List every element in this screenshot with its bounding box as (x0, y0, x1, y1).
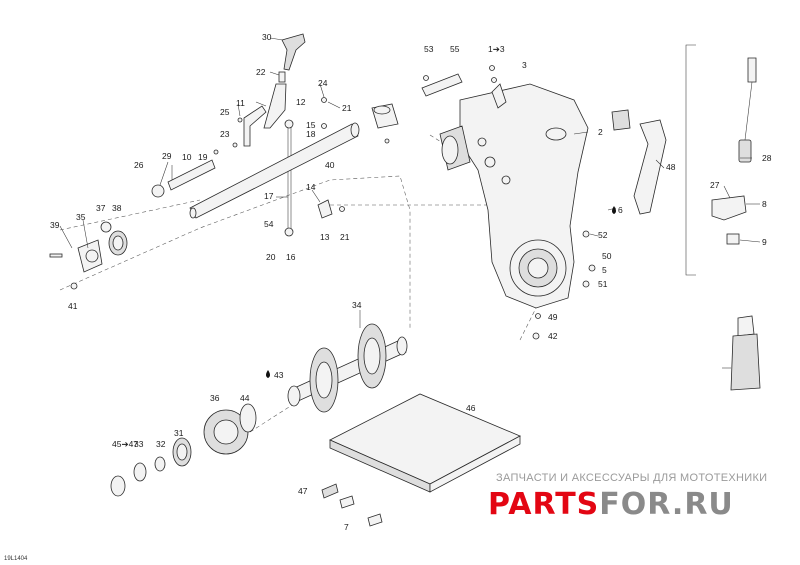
callout-label: 30 (262, 32, 272, 42)
callout-label: 3 (522, 60, 527, 70)
callout-label: 11 (236, 98, 245, 108)
main-shafts (151, 103, 399, 219)
callout-label: 35 (76, 212, 86, 222)
fluid-drop-icon (266, 370, 270, 378)
callout-label: 1➔3 (488, 44, 505, 54)
callout-label: 46 (466, 403, 476, 413)
guide-plate (321, 393, 521, 527)
callout-label: 51 (598, 279, 608, 289)
callout-label: 39 (50, 220, 60, 230)
callout-label: 6 (618, 205, 623, 215)
fluid-drop-icon (612, 206, 616, 214)
callout-label: 28 (762, 153, 772, 163)
callout-label: 48 (666, 162, 676, 172)
callout-label: 16 (286, 252, 296, 262)
callout-label: 13 (320, 232, 330, 242)
callout-label: 14 (306, 182, 316, 192)
callout-label: 32 (156, 439, 166, 449)
shift-linkage (213, 33, 345, 237)
callout-label: 7 (344, 522, 349, 532)
watermark: ЗАПЧАСТИ И АКСЕССУАРЫ ДЛЯ МОТОТЕХНИКИ PA… (488, 472, 767, 522)
callout-label: 55 (450, 44, 460, 54)
drawing-code: 19L1404 (4, 556, 28, 562)
callout-label: 45➔47 (112, 439, 138, 449)
callout-label: 50 (602, 251, 612, 261)
callout-label: 27 (710, 180, 720, 190)
assembly-lines (59, 134, 541, 433)
callout-label: 42 (548, 331, 558, 341)
callout-label: 40 (325, 160, 335, 170)
leader-lines (59, 37, 761, 369)
gearcase-housing (421, 65, 589, 309)
callout-label: 21 (340, 232, 350, 242)
callout-label: 29 (162, 151, 172, 161)
callout-label: 24 (318, 78, 328, 88)
watermark-brand-left: PARTS (488, 487, 599, 522)
callout-label: 20 (266, 252, 276, 262)
callout-label: 52 (598, 230, 608, 240)
watermark-brand: PARTSFOR.RU (488, 487, 734, 522)
callout-label: 23 (220, 129, 230, 139)
watermark-brand-right: FOR.RU (599, 487, 734, 522)
gearcase-cover (532, 109, 667, 340)
callout-label: 37 (96, 203, 106, 213)
callout-label: 8 (762, 199, 767, 209)
callout-label: 49 (548, 312, 558, 322)
callout-label: 54 (264, 219, 274, 229)
callout-label: 12 (296, 97, 306, 107)
callout-label: 21 (342, 103, 352, 113)
callout-label: 43 (274, 370, 284, 380)
lower-bearing-group (110, 403, 257, 497)
callout-label: 34 (352, 300, 362, 310)
callout-label: 53 (424, 44, 434, 54)
callout-labels: 30 22 12 11 25 23 24 21 15 18 10 19 26 2… (50, 32, 772, 532)
callout-label: 2 (598, 127, 603, 137)
callout-label: 25 (220, 107, 230, 117)
callout-label: 9 (762, 237, 767, 247)
left-bearing-group (49, 221, 128, 290)
callout-label: 10 (182, 152, 192, 162)
callout-label: 17 (264, 191, 274, 201)
callout-label: 33 (134, 439, 144, 449)
callout-label: 44 (240, 393, 250, 403)
callout-label: 36 (210, 393, 220, 403)
watermark-tagline: ЗАПЧАСТИ И АКСЕССУАРЫ ДЛЯ МОТОТЕХНИКИ (496, 472, 767, 484)
callout-label: 26 (134, 160, 144, 170)
callout-label: 41 (68, 301, 78, 311)
callout-label: 15 (306, 120, 316, 130)
callout-label: 38 (112, 203, 122, 213)
callout-label: 18 (306, 129, 316, 139)
sensor-inset (711, 57, 757, 245)
callout-label: 22 (256, 67, 266, 77)
callout-label: 5 (602, 265, 607, 275)
drive-axle (287, 323, 408, 413)
inset-bracket (685, 44, 696, 276)
sensor-9 (730, 315, 761, 391)
callout-label: 31 (174, 428, 184, 438)
callout-label: 19 (198, 152, 208, 162)
callout-label: 47 (298, 486, 308, 496)
